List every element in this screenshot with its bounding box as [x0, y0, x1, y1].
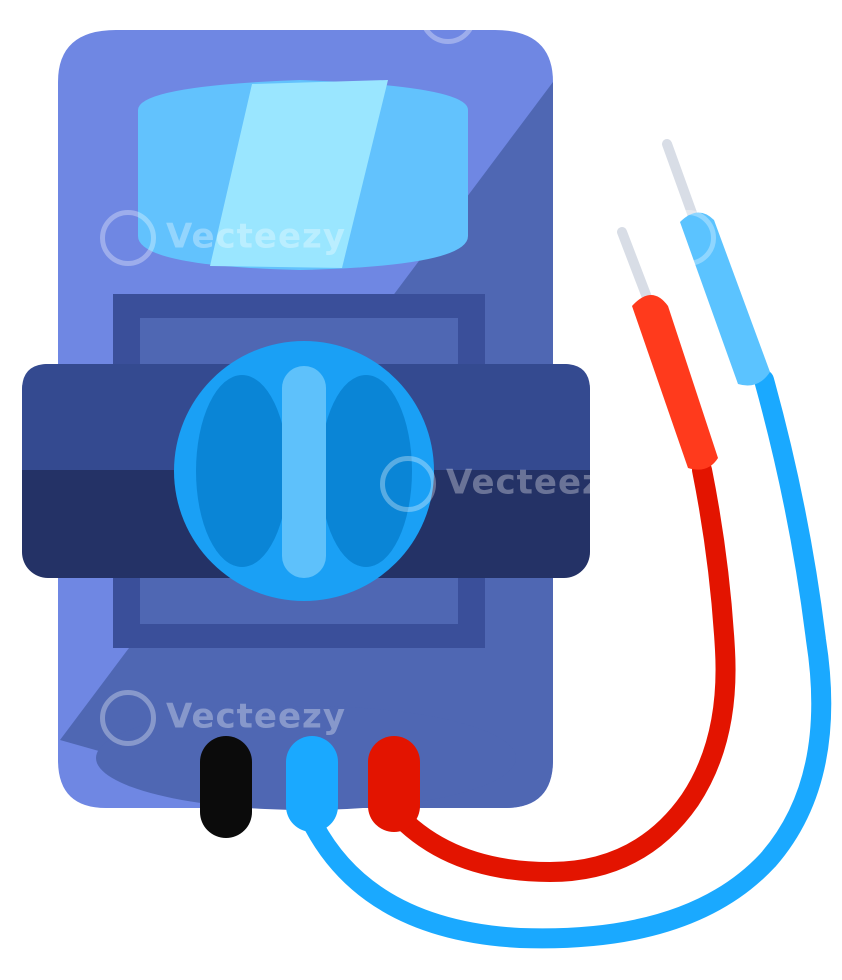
blue-probe-handle	[680, 212, 770, 386]
red-jack[interactable]	[368, 736, 420, 832]
blue-probe-pin	[662, 139, 698, 221]
black-jack[interactable]	[200, 736, 252, 838]
dial-pointer-bar	[282, 366, 326, 578]
selector-dial[interactable]	[174, 341, 434, 601]
red-probe-handle	[632, 295, 718, 470]
screen-highlight	[210, 80, 388, 268]
red-probe-pin	[617, 227, 653, 305]
red-wire	[385, 460, 736, 883]
dial-left-lobe	[196, 375, 288, 567]
blue-jack[interactable]	[286, 736, 338, 832]
red-probe[interactable]	[617, 227, 718, 470]
blue-probe[interactable]	[662, 139, 770, 386]
blue-wire	[304, 370, 832, 949]
test-leads	[304, 370, 832, 949]
input-jacks	[200, 736, 420, 838]
dial-right-lobe	[320, 375, 412, 567]
display-screen	[138, 80, 468, 270]
